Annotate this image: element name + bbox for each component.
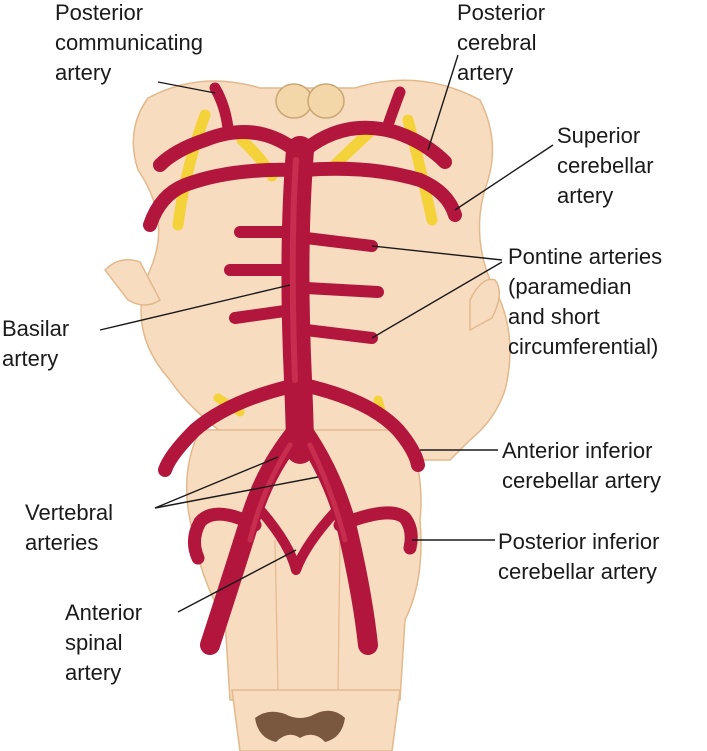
leader-basilar xyxy=(99,284,291,331)
oculomotor-nerve-right xyxy=(402,114,438,226)
posterior-communicating-artery-right xyxy=(382,86,406,131)
label-vertebral-arteries: Vertebral arteries xyxy=(25,500,114,555)
label-posterior-inferior-cerebellar-artery: Posterior inferior cerebellar artery xyxy=(498,529,660,584)
leader-posterior-cerebral xyxy=(427,54,459,151)
superior-cerebellar-artery-left xyxy=(143,162,303,232)
leader-pontine-2 xyxy=(371,261,503,339)
superior-cerebellar-artery-right xyxy=(297,161,462,222)
medulla-shape xyxy=(185,429,422,701)
pontine-artery-r1 xyxy=(300,232,378,252)
label-anterior-spinal-artery: Anterior spinal artery xyxy=(65,600,143,685)
leader-anterior-spinal xyxy=(177,549,297,613)
leader-posterior-communicating xyxy=(157,81,216,94)
aica-right xyxy=(297,378,425,472)
leader-vertebral-2 xyxy=(154,476,319,509)
spinal-cord-gray-matter xyxy=(255,710,345,742)
posterior-cerebral-artery-right xyxy=(298,120,452,169)
posterior-cerebral-artery-left xyxy=(153,125,302,172)
cord-groove-right xyxy=(337,539,341,691)
leader-lines xyxy=(99,54,554,613)
trigeminal-nerve-right xyxy=(469,278,501,332)
leader-pontine-1 xyxy=(371,245,503,261)
label-superior-cerebellar-artery: Superior cerebellar artery xyxy=(557,123,654,208)
label-pontine-arteries: Pontine arteries (paramedian and short c… xyxy=(508,244,663,359)
leader-vertebral-1 xyxy=(154,456,279,509)
pica-right xyxy=(333,506,418,555)
label-posterior-cerebral-artery: Posterior cerebral artery xyxy=(457,0,546,85)
pontine-artery-r3 xyxy=(300,324,378,344)
pontine-artery-r2 xyxy=(300,282,384,298)
label-basilar-artery: Basilar artery xyxy=(2,316,70,371)
label-posterior-communicating-artery: Posterior communicating artery xyxy=(55,0,203,85)
arteries xyxy=(143,82,462,655)
pica-left xyxy=(188,507,262,565)
artery-highlights xyxy=(247,157,348,543)
label-anterior-inferior-cerebellar-artery: Anterior inferior cerebellar artery xyxy=(502,438,661,493)
anterior-spinal-artery xyxy=(257,507,340,575)
posterior-communicating-artery-left xyxy=(209,82,234,134)
trigeminal-nerve-left xyxy=(104,259,161,306)
oculomotor-nerve-left xyxy=(172,109,211,231)
mammillary-body-left xyxy=(275,83,313,119)
mammillary-body-right xyxy=(307,83,345,119)
aica-left xyxy=(158,378,303,477)
pontine-artery-l3 xyxy=(229,304,298,324)
cord-groove-left xyxy=(274,539,279,691)
leader-superior-cerebellar xyxy=(454,144,554,211)
